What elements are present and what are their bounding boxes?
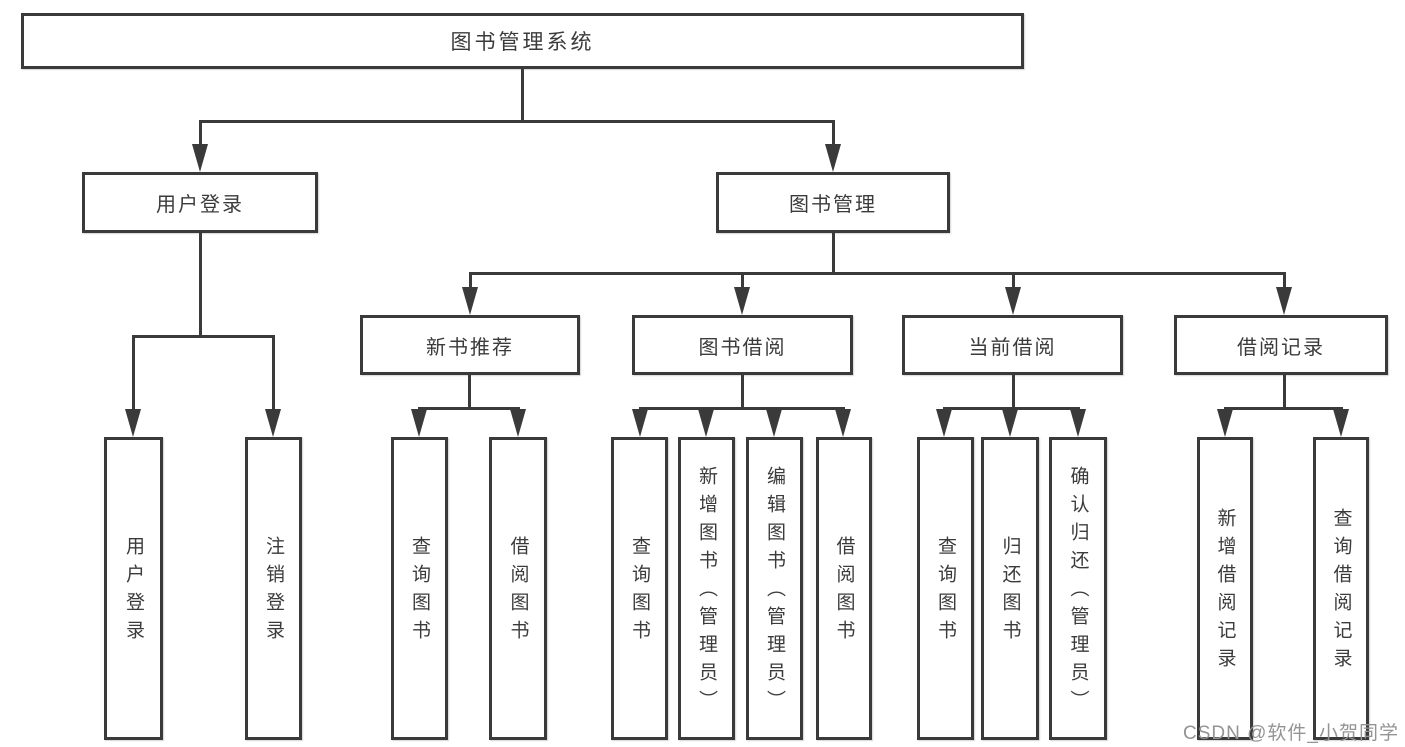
arrow-down-icon [192, 144, 208, 172]
connector-trunk [1283, 375, 1286, 407]
connector-stem [132, 335, 135, 411]
connector-stem [1012, 272, 1015, 289]
connector-trunk [468, 375, 471, 407]
arrow-down-icon [1070, 409, 1086, 437]
leaf-query-books-current: 查询图书 [917, 437, 974, 740]
arrow-down-icon [1002, 409, 1018, 437]
node-current-borrowing: 当前借阅 [902, 315, 1123, 375]
arrow-down-icon [698, 409, 714, 437]
arrow-down-icon [462, 287, 478, 315]
leaf-query-borrow-record: 查询借阅记录 [1313, 437, 1369, 740]
node-new-book-recommend: 新书推荐 [360, 315, 580, 375]
arrow-down-icon [766, 409, 782, 437]
node-book-management: 图书管理 [716, 172, 950, 233]
connector-root-trunk [521, 68, 524, 120]
connector-stem [199, 120, 202, 146]
connector-book-mgmt-trunk [832, 233, 835, 272]
connector-branch [418, 407, 520, 410]
node-root: 图书管理系统 [21, 13, 1024, 69]
leaf-return-books: 归还图书 [981, 437, 1039, 740]
leaf-borrow-books: 借阅图书 [816, 437, 872, 740]
connector-stem [469, 272, 472, 289]
leaf-add-books-admin: 新增图书（管理员） [678, 437, 735, 740]
arrow-down-icon [411, 409, 427, 437]
arrow-down-icon [1005, 287, 1021, 315]
node-book-borrowing: 图书借阅 [632, 315, 853, 375]
leaf-add-borrow-record: 新增借阅记录 [1197, 437, 1253, 740]
connector-stem [741, 272, 744, 289]
arrow-down-icon [265, 409, 281, 437]
leaf-confirm-return-admin: 确认归还（管理员） [1049, 437, 1107, 740]
connector-stem [272, 335, 275, 411]
arrow-down-icon [1217, 409, 1233, 437]
arrow-down-icon [632, 409, 648, 437]
leaf-query-books-borrowing: 查询图书 [611, 437, 668, 740]
connector-branch [1224, 407, 1343, 410]
arrow-down-icon [125, 409, 141, 437]
leaf-query-books-recommend: 查询图书 [391, 437, 448, 740]
arrow-down-icon [1333, 409, 1349, 437]
arrow-down-icon [825, 144, 841, 172]
connector-stem [1283, 272, 1286, 289]
connector-book-mgmt-branch [469, 272, 1286, 275]
connector-user-login-trunk [199, 233, 202, 335]
leaf-edit-books-admin: 编辑图书（管理员） [746, 437, 803, 740]
leaf-user-login: 用户登录 [104, 437, 163, 740]
connector-trunk [1012, 375, 1015, 407]
leaf-logout: 注销登录 [245, 437, 302, 740]
node-user-login: 用户登录 [82, 172, 318, 233]
arrow-down-icon [734, 287, 750, 315]
arrow-down-icon [835, 409, 851, 437]
arrow-down-icon [936, 409, 952, 437]
connector-stem [832, 120, 835, 146]
connector-trunk [741, 375, 744, 407]
watermark-csdn: CSDN @软件_小贺同学 [1183, 723, 1399, 744]
leaf-borrow-books-recommend: 借阅图书 [489, 437, 547, 740]
connector-root-branch [199, 120, 835, 123]
node-borrow-records: 借阅记录 [1174, 315, 1388, 375]
connector-branch [639, 407, 845, 410]
arrow-down-icon [1276, 287, 1292, 315]
arrow-down-icon [510, 409, 526, 437]
connector-user-login-branch [132, 335, 275, 338]
